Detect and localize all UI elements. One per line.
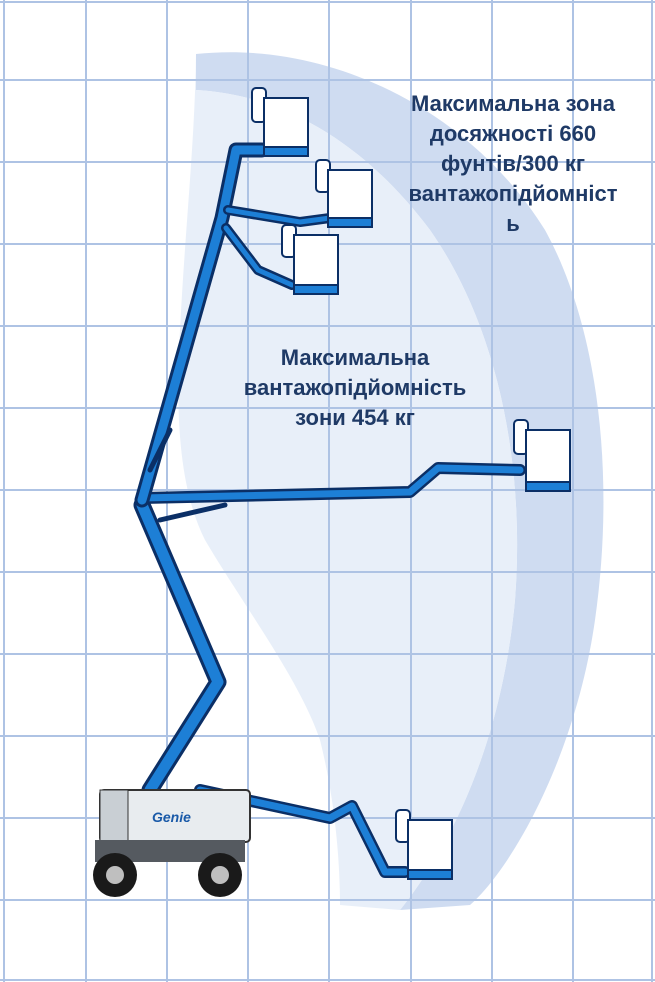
- outer-zone-label-line-3: фунтів/300 кг: [441, 151, 585, 176]
- outer-zone-label-line-4: вантажопідйомніст: [408, 181, 618, 206]
- platform-middle: [281, 224, 339, 295]
- inner-zone-label-line-3: зони 454 кг: [295, 405, 415, 430]
- inner-zone-label: Максимальна вантажопідйомність зони 454 …: [205, 343, 505, 433]
- inner-zone-label-line-1: Максимальна: [280, 345, 430, 370]
- chassis-base: [95, 840, 245, 862]
- platform-upper: [315, 159, 373, 228]
- outer-zone-label-line-2: досяжності 660: [429, 121, 597, 146]
- platform-horizontal: [513, 419, 571, 492]
- outer-zone-label-line-5: ь: [506, 211, 520, 236]
- platform-top: [251, 87, 309, 157]
- platform-baskets: [251, 87, 571, 880]
- platform-stowed: [395, 809, 453, 880]
- outer-reach-zone: [196, 52, 604, 911]
- lift-chassis: Genie: [93, 789, 251, 897]
- boom-arms: [133, 142, 526, 878]
- outer-zone-label-line-1: Максимальна зона: [410, 91, 615, 116]
- inner-zone-label-line-2: вантажопідйомність: [243, 375, 467, 400]
- outer-zone-label: Максимальна зона досяжності 660 фунтів/3…: [382, 89, 644, 239]
- brand-logo: Genie: [152, 809, 191, 825]
